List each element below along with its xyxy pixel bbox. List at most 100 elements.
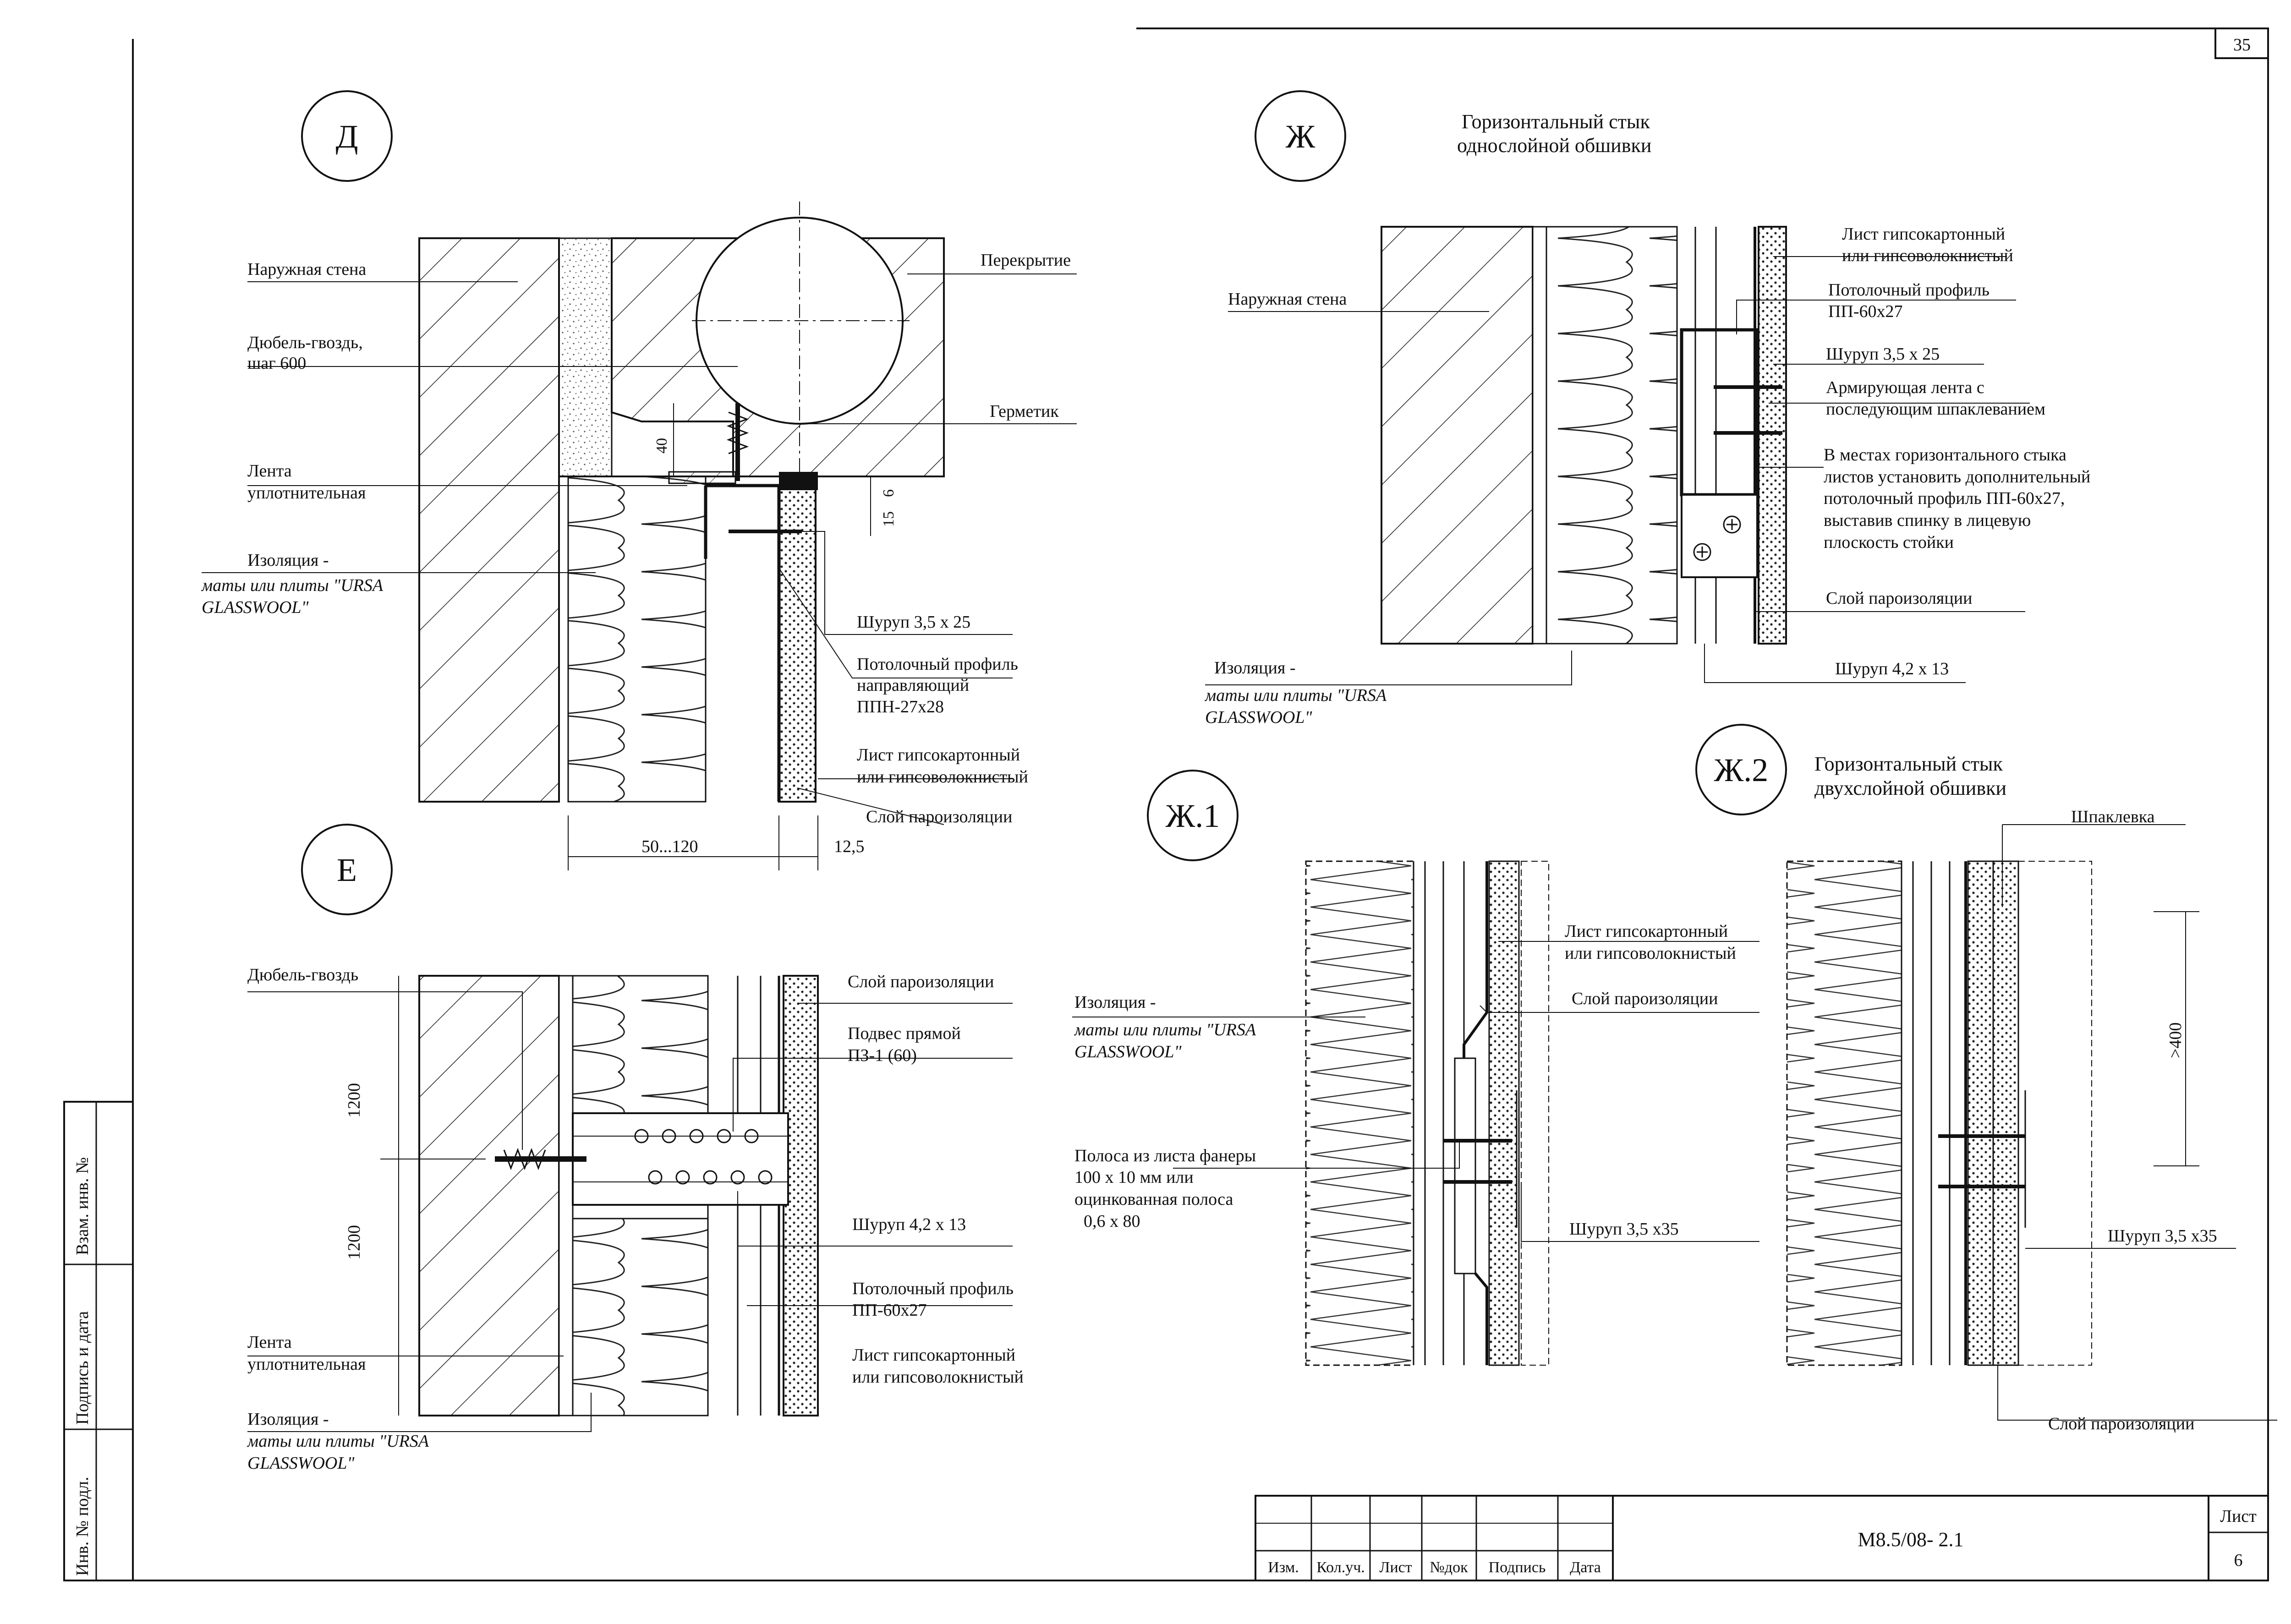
detail-zh1-mark: Ж.1 (1166, 798, 1220, 834)
e-ins-l3: GLASSWOOL" (247, 1454, 355, 1473)
detail-e (247, 824, 1013, 1432)
e-screw: Шуруп 4,2 х 13 (852, 1215, 966, 1234)
zh2-screw: Шуруп 3,5 х35 (2108, 1226, 2217, 1246)
e-ins-l2: маты или плиты "URSA (247, 1432, 429, 1451)
detail-zh-mark: Ж (1286, 118, 1315, 155)
zh2-putty: Шпаклевка (2071, 807, 2155, 826)
zh-title-l1: Горизонтальный стык (1462, 110, 1650, 133)
e-prof-l2: ПП-60х27 (852, 1301, 927, 1320)
detail-zh1 (1072, 770, 1759, 1366)
zh1-sheet-l2: или гипсоволокнистый (1565, 944, 1736, 963)
doc-code: М8.5/08- 2.1 (1858, 1528, 1964, 1551)
d-prof-l3: ППН-27х28 (857, 697, 944, 716)
d-outer-wall: Наружная стена (247, 260, 366, 279)
e-sheet-l2: или гипсоволокнистый (852, 1367, 1024, 1387)
zh1-strip-l1: Полоса из листа фанеры (1074, 1146, 1256, 1165)
d-tape-l1: Лента (247, 461, 292, 481)
zh1-vapour: Слой пароизоляции (1572, 989, 1718, 1008)
detail-zh2 (1695, 724, 2277, 1421)
d-dowel-l1: Дюбель-гвоздь, (247, 333, 363, 352)
zh2-vapour: Слой пароизоляции (2048, 1414, 2194, 1433)
d-ins-l2: маты или плиты "URSA (201, 576, 384, 595)
e-prof-l1: Потолочный профиль (852, 1279, 1014, 1298)
e-sheet-l1: Лист гипсокартонный (852, 1345, 1015, 1365)
stamp-replacement-inv: Взам. инв. № (73, 1157, 92, 1255)
zh-title-l2: однослойной обшивки (1457, 134, 1651, 157)
d-dim-6: 6 (880, 489, 897, 497)
d-ins-l1: Изоляция - (247, 551, 329, 570)
stamp-signature-date: Подпись и дата (73, 1311, 92, 1425)
e-dim-1200-top: 1200 (345, 1083, 364, 1118)
e-tape-l1: Лента (247, 1333, 292, 1352)
detail-e-mark: Е (337, 852, 357, 888)
zh1-ins-l2: маты или плиты "URSA (1074, 1020, 1256, 1039)
stamp-original-inv: Инв. № подл. (73, 1476, 92, 1576)
zh-note-l2: листов установить дополнительный (1824, 467, 2090, 487)
tb-col-ndok: №док (1430, 1559, 1468, 1576)
detail-d-mark: Д (335, 118, 358, 155)
d-dim-15: 15 (880, 511, 897, 527)
zh1-strip-l3: оцинкованная полоса (1074, 1190, 1233, 1209)
d-dim-40: 40 (653, 438, 670, 454)
zh-ins-l1: Изоляция - (1214, 658, 1295, 678)
zh2-title-l1: Горизонтальный стык (1814, 753, 2003, 775)
zh1-screw: Шуруп 3,5 х35 (1569, 1219, 1679, 1239)
zh-note-l1: В местах горизонтального стыка (1824, 445, 2066, 465)
d-dim-12-5: 12,5 (834, 837, 865, 856)
detail-zh (1205, 90, 2030, 685)
zh1-strip-l4: 0,6 х 80 (1084, 1212, 1140, 1231)
page-number: 35 (2233, 35, 2251, 55)
tb-col-kol: Кол.уч. (1316, 1559, 1365, 1576)
zh-note-l5: плоскость стойки (1824, 533, 1954, 552)
d-dowel-l2: шаг 600 (247, 354, 306, 373)
d-ins-l3: GLASSWOOL" (202, 598, 309, 617)
e-dim-1200-bottom: 1200 (345, 1225, 364, 1260)
zh-ins-l3: GLASSWOOL" (1205, 708, 1312, 727)
title-block (1255, 1495, 2269, 1581)
zh-sheet-l2: или гипсоволокнистый (1842, 246, 2013, 265)
d-sheet-l2: или гипсоволокнистый (857, 767, 1028, 787)
zh-note-l3: потолочный профиль ПП-60х27, (1824, 489, 2065, 508)
detail-d (202, 90, 1077, 870)
e-tape-l2: уплотнительная (247, 1355, 366, 1374)
d-dim-50-120: 50...120 (641, 837, 698, 856)
tb-col-izm: Изм. (1268, 1559, 1299, 1576)
e-dowel: Дюбель-гвоздь (247, 965, 358, 984)
d-prof-l1: Потолочный профиль (857, 655, 1018, 674)
d-sealant: Герметик (990, 402, 1059, 421)
zh-prof-l2: ПП-60х27 (1828, 302, 1903, 321)
zh1-strip-l2: 100 х 10 мм или (1074, 1168, 1194, 1187)
zh-tape-l1: Армирующая лента с (1826, 378, 1984, 397)
zh2-dim-400: >400 (2166, 1023, 2185, 1058)
zh-note-l4: выставив спинку в лицевую (1824, 511, 2031, 530)
side-stamp (63, 1101, 134, 1581)
e-vapour: Слой пароизоляции (848, 972, 994, 991)
zh-ins-l2: маты или плиты "URSA (1204, 686, 1387, 705)
zh-screw: Шуруп 3,5 х 25 (1826, 344, 1940, 364)
d-floor-slab: Перекрытие (981, 251, 1071, 270)
zh-sheet-l1: Лист гипсокартонный (1842, 224, 2005, 244)
e-hanger-l2: ПЗ-1 (60) (848, 1046, 917, 1065)
tb-col-list: Лист (1379, 1559, 1412, 1576)
e-hanger-l1: Подвес прямой (848, 1024, 961, 1043)
zh-prof-l1: Потолочный профиль (1828, 280, 1990, 300)
zh1-sheet-l1: Лист гипсокартонный (1565, 922, 1728, 941)
zh-outer-wall: Наружная стена (1228, 290, 1347, 309)
d-prof-l2: направляющий (857, 676, 969, 695)
detail-zh2-mark: Ж.2 (1714, 752, 1769, 788)
zh-vapour: Слой пароизоляции (1826, 589, 1972, 608)
sheet-number: 6 (2234, 1551, 2243, 1570)
zh-screw2: Шуруп 4,2 х 13 (1835, 659, 1949, 678)
d-tape-l2: уплотнительная (247, 483, 366, 503)
zh1-ins-l1: Изоляция - (1074, 993, 1156, 1012)
zh-tape-l2: последующим шпаклеванием (1826, 399, 2045, 419)
d-sheet-l1: Лист гипсокартонный (857, 745, 1020, 765)
zh2-title-l2: двухслойной обшивки (1814, 777, 2006, 799)
d-vapour: Слой пароизоляции (866, 807, 1012, 826)
sheet-label: Лист (2220, 1507, 2257, 1526)
e-ins-l1: Изоляция - (247, 1410, 329, 1429)
tb-col-date: Дата (1570, 1559, 1601, 1576)
d-screw: Шуруп 3,5 х 25 (857, 612, 970, 632)
tb-col-sign: Подпись (1489, 1559, 1546, 1576)
